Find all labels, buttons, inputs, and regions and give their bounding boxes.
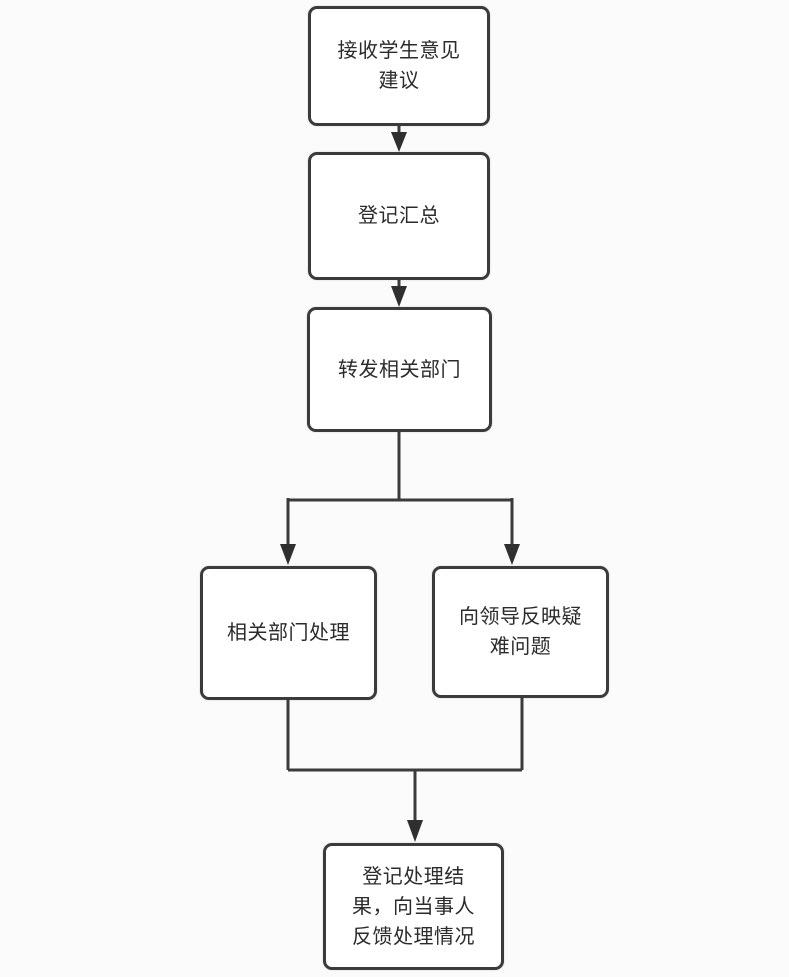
flow-node-register-summarize: 登记汇总	[308, 152, 490, 280]
flow-node-receive-opinions: 接收学生意见 建议	[308, 6, 490, 126]
flow-node-record-result-feedback: 登记处理结 果，向当事人 反馈处理情况	[323, 843, 504, 970]
flow-node-forward-departments: 转发相关部门	[307, 307, 492, 432]
edge-forward-branch	[280, 432, 520, 565]
flow-node-department-handle: 相关部门处理	[200, 566, 377, 700]
edge-register-forward	[391, 280, 407, 307]
edge-merge-record-result	[286, 698, 524, 842]
edge-receive-register	[391, 126, 407, 152]
flow-node-report-leaders: 向领导反映疑 难问题	[432, 566, 609, 698]
